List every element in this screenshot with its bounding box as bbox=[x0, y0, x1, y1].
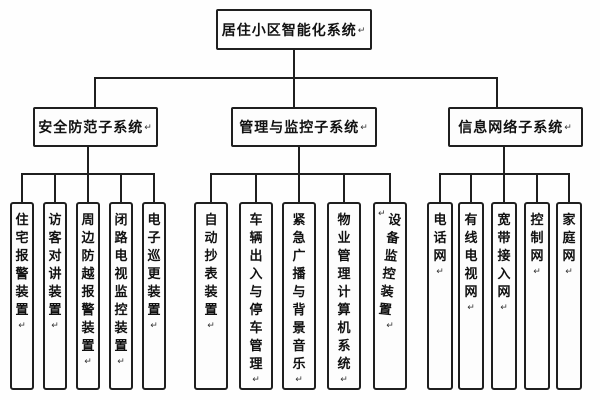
group-node-label: 管理与监控子系统 bbox=[239, 119, 360, 135]
leaf-label: 家庭网 bbox=[562, 212, 576, 263]
connector-line bbox=[255, 173, 257, 202]
leaf-box-broadcast-music: 紧急广播与背景音乐 ↵ bbox=[282, 202, 316, 390]
paragraph-mark-icon: ↵ bbox=[18, 320, 26, 330]
paragraph-mark-icon: ↵ bbox=[117, 356, 125, 366]
leaf-label: 周边防越报警装置 bbox=[81, 212, 95, 353]
connector-line bbox=[153, 173, 155, 202]
leaf-label: 设备监控装置 bbox=[378, 211, 403, 318]
leaf-label: 物业管理计算机系统 bbox=[337, 212, 351, 371]
connector-line bbox=[503, 173, 505, 202]
leaf-label: 住宅报警装置 bbox=[15, 212, 29, 317]
connector-line bbox=[210, 173, 212, 202]
group-node-security: 安全防范子系统↵ bbox=[33, 107, 158, 147]
group-node-management: 管理与监控子系统↵ bbox=[231, 107, 377, 147]
connector-line bbox=[503, 147, 505, 173]
leaf-box-residential-alarm: 住宅报警装置 ↵ bbox=[10, 202, 34, 390]
connector-line bbox=[21, 173, 23, 202]
connector-line bbox=[536, 173, 538, 202]
connector-line bbox=[94, 77, 96, 107]
paragraph-mark-icon: ↵ bbox=[436, 266, 444, 276]
paragraph-mark-icon: ↵ bbox=[467, 302, 475, 312]
paragraph-mark-icon: ↵ bbox=[252, 374, 260, 384]
paragraph-mark-icon: ↵ bbox=[150, 320, 158, 330]
leaf-label: 自动抄表装置 bbox=[204, 212, 218, 317]
leaf-box-vehicle-parking: 车辆出入与停车管理 ↵ bbox=[239, 202, 273, 390]
leaf-label: 控制网 bbox=[530, 212, 544, 263]
connector-line bbox=[87, 147, 89, 173]
root-node-label: 居住小区智能化系统 bbox=[221, 21, 357, 38]
paragraph-mark-icon: ↵ bbox=[360, 122, 369, 132]
paragraph-mark-icon: ↵ bbox=[51, 320, 59, 330]
leaf-box-home-network: 家庭网 ↵ bbox=[556, 202, 582, 390]
connector-line bbox=[293, 77, 295, 107]
paragraph-mark-icon: ↵ bbox=[386, 320, 394, 330]
connector-line bbox=[298, 173, 300, 202]
leaf-box-control-network: 控制网 ↵ bbox=[524, 202, 550, 390]
paragraph-mark-icon: ↵ bbox=[84, 356, 92, 366]
paragraph-mark-icon: ↵ bbox=[378, 208, 386, 218]
leaf-box-telephone-network: 电话网 ↵ bbox=[427, 202, 453, 390]
leaf-label: 电子巡更装置 bbox=[147, 212, 161, 317]
leaf-box-meter-reading: 自动抄表装置 ↵ bbox=[194, 202, 228, 390]
paragraph-mark-icon: ↵ bbox=[357, 24, 367, 35]
leaf-box-equipment-monitoring: ↵ 设备监控装置 ↵ bbox=[373, 202, 407, 390]
connector-line bbox=[496, 77, 498, 107]
group-node-label: 信息网络子系统 bbox=[458, 119, 564, 135]
connector-line bbox=[210, 173, 391, 175]
connector-line bbox=[120, 173, 122, 202]
paragraph-mark-icon: ↵ bbox=[565, 266, 573, 276]
connector-line bbox=[389, 173, 391, 202]
paragraph-mark-icon: ↵ bbox=[500, 302, 508, 312]
paragraph-mark-icon: ↵ bbox=[340, 374, 348, 384]
leaf-box-electronic-patrol: 电子巡更装置 ↵ bbox=[142, 202, 166, 390]
connector-line bbox=[470, 173, 472, 202]
paragraph-mark-icon: ↵ bbox=[207, 320, 215, 330]
connector-line bbox=[343, 173, 345, 202]
leaf-label: 有线电视网 bbox=[464, 212, 478, 299]
connector-line bbox=[293, 50, 295, 77]
leaf-box-broadband-network: 宽带接入网 ↵ bbox=[491, 202, 517, 390]
leaf-label: 车辆出入与停车管理 bbox=[249, 212, 263, 371]
leaf-label: 闭路电视监控装置 bbox=[114, 212, 128, 353]
leaf-box-cable-tv-network: 有线电视网 ↵ bbox=[458, 202, 484, 390]
connector-line bbox=[439, 173, 441, 202]
paragraph-mark-icon: ↵ bbox=[533, 266, 541, 276]
leaf-label: 紧急广播与背景音乐 bbox=[292, 212, 306, 371]
leaf-box-property-computer: 物业管理计算机系统 ↵ bbox=[327, 202, 361, 390]
paragraph-mark-icon: ↵ bbox=[295, 374, 303, 384]
leaf-label: 宽带接入网 bbox=[497, 212, 511, 299]
group-node-network: 信息网络子系统↵ bbox=[448, 107, 583, 147]
root-node: 居住小区智能化系统↵ bbox=[216, 9, 372, 50]
paragraph-mark-icon: ↵ bbox=[564, 122, 573, 132]
connector-line bbox=[94, 77, 498, 79]
connector-line bbox=[54, 173, 56, 202]
connector-line bbox=[568, 173, 570, 202]
paragraph-mark-icon: ↵ bbox=[144, 122, 153, 132]
leaf-box-cctv-monitoring: 闭路电视监控装置 ↵ bbox=[109, 202, 133, 390]
connector-line bbox=[298, 147, 300, 173]
leaf-box-visitor-intercom: 访客对讲装置 ↵ bbox=[43, 202, 67, 390]
leaf-label: 访客对讲装置 bbox=[48, 212, 62, 317]
connector-line bbox=[87, 173, 89, 202]
leaf-label: 电话网 bbox=[433, 212, 447, 263]
leaf-box-perimeter-alarm: 周边防越报警装置 ↵ bbox=[76, 202, 100, 390]
group-node-label: 安全防范子系统 bbox=[38, 119, 144, 135]
